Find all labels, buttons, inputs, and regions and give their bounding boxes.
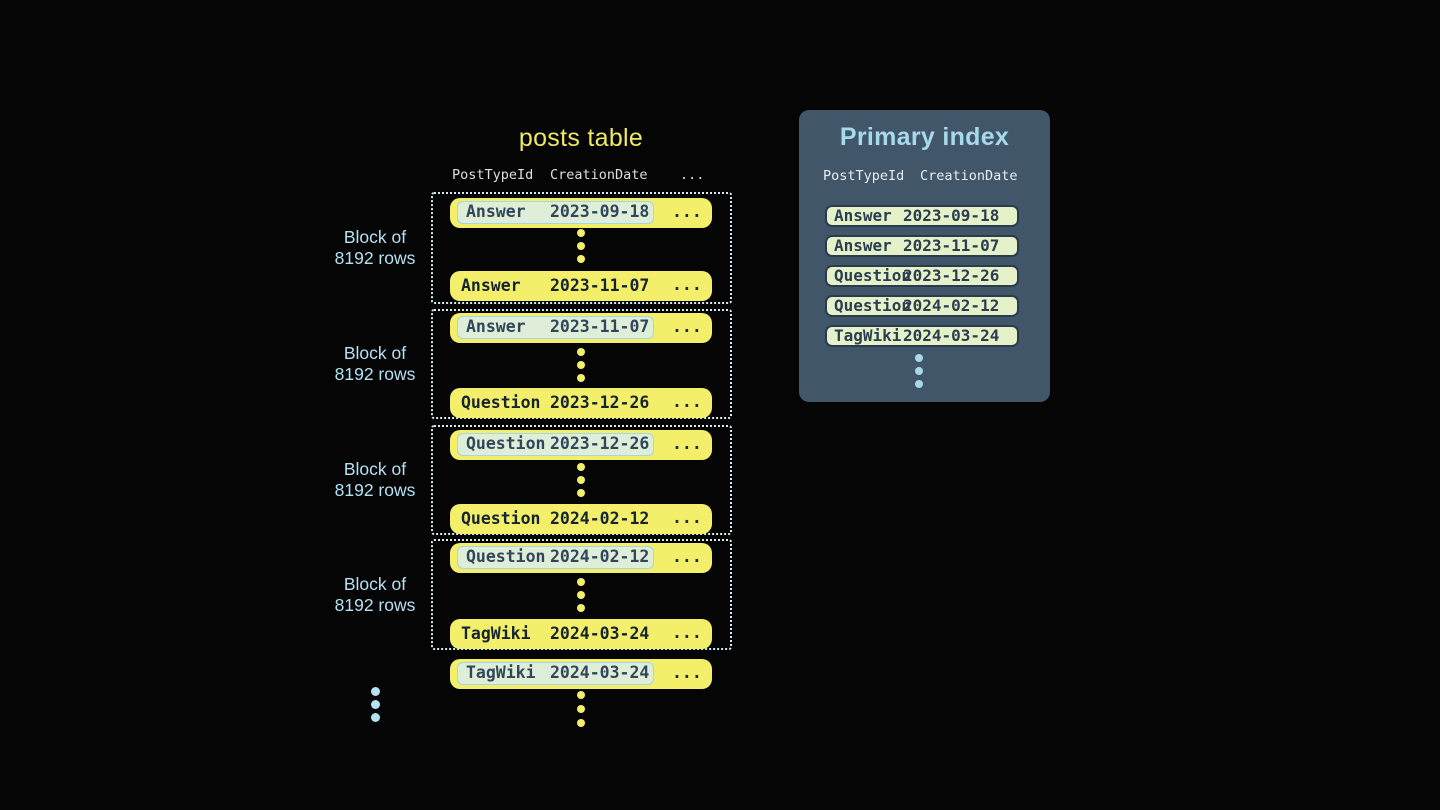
cell-creationdate: 2024-02-12: [903, 296, 1000, 315]
row-ellipsis-dots: [577, 348, 585, 387]
block-label-line1: Block of: [343, 343, 407, 363]
row-ellipsis-dots: [577, 578, 585, 617]
cell-creationdate: 2024-02-12: [550, 547, 650, 566]
index-row: Answer 2023-11-07: [825, 235, 1019, 257]
cell-creationdate: 2023-11-07: [550, 276, 650, 295]
indexed-cells-highlight: Answer 2023-11-07: [457, 316, 654, 339]
cell-posttypeid: Answer: [834, 206, 892, 225]
cell-posttypeid: Question: [834, 266, 912, 285]
cell-posttypeid: Question: [461, 509, 541, 528]
block-label-4: Block of 8192 rows: [316, 539, 434, 650]
cell-posttypeid: Question: [466, 547, 546, 566]
cell-creationdate: 2023-09-18: [550, 202, 650, 221]
block-label-line2: 8192 rows: [334, 480, 416, 500]
block-outline-2: [431, 309, 732, 419]
cell-creationdate: 2024-02-12: [550, 509, 650, 528]
indexed-cells-highlight: TagWiki 2024-03-24: [457, 662, 654, 685]
block-label-line1: Block of: [343, 459, 407, 479]
block-label-line2: 8192 rows: [334, 364, 416, 384]
cell-posttypeid: TagWiki: [834, 326, 902, 345]
block-label-3: Block of 8192 rows: [316, 425, 434, 535]
cell-creationdate: 2023-11-07: [903, 236, 1000, 255]
row-ellipsis-dots: [577, 463, 585, 502]
table-row-block4-last: TagWiki 2024-03-24 ...: [450, 619, 712, 649]
block-label-line1: Block of: [343, 227, 407, 247]
indexed-cells-highlight: Question 2023-12-26: [457, 433, 654, 456]
index-row: TagWiki 2024-03-24: [825, 325, 1019, 347]
cell-creationdate: 2023-12-26: [550, 434, 650, 453]
cell-posttypeid: Answer: [834, 236, 892, 255]
blocks-continue-dots: [371, 687, 380, 726]
cell-creationdate: 2024-03-24: [550, 624, 650, 643]
block-label-2: Block of 8192 rows: [316, 309, 434, 419]
table-row-block2-first: Answer 2023-11-07 ...: [450, 313, 712, 343]
index-row: Answer 2023-09-18: [825, 205, 1019, 227]
posts-column-headers: PostTypeId CreationDate ...: [450, 167, 752, 184]
cell-posttypeid: TagWiki: [466, 663, 536, 682]
block-outline-4: [431, 539, 732, 650]
table-row-block3-last: Question 2024-02-12 ...: [450, 504, 712, 534]
row-ellipsis-dots: [577, 229, 585, 268]
cell-creationdate: 2023-11-07: [550, 317, 650, 336]
index-row: Question 2024-02-12: [825, 295, 1019, 317]
cell-posttypeid: TagWiki: [461, 624, 531, 643]
cell-posttypeid: Answer: [461, 276, 521, 295]
cell-more: ...: [672, 275, 702, 294]
block-label-1: Block of 8192 rows: [316, 192, 434, 304]
cell-creationdate: 2023-09-18: [903, 206, 1000, 225]
table-row-block4-first: Question 2024-02-12 ...: [450, 543, 712, 573]
table-row-block1-last: Answer 2023-11-07 ...: [450, 271, 712, 301]
column-header-creationdate: CreationDate: [550, 167, 648, 183]
cell-more: ...: [672, 434, 702, 453]
block-label-line2: 8192 rows: [334, 248, 416, 268]
cell-creationdate: 2023-12-26: [550, 393, 650, 412]
column-header-posttypeid: PostTypeId: [452, 167, 534, 183]
column-header-creationdate: CreationDate: [920, 168, 1018, 184]
cell-more: ...: [672, 623, 702, 642]
cell-more: ...: [672, 508, 702, 527]
cell-posttypeid: Question: [834, 296, 912, 315]
column-header-more: ...: [680, 167, 705, 183]
index-continues-dots: [915, 354, 923, 393]
cell-creationdate: 2024-03-24: [903, 326, 1000, 345]
cell-creationdate: 2023-12-26: [903, 266, 1000, 285]
index-row: Question 2023-12-26: [825, 265, 1019, 287]
cell-more: ...: [672, 663, 702, 682]
table-row-block1-first: Answer 2023-09-18 ...: [450, 198, 712, 228]
table-row-block2-last: Question 2023-12-26 ...: [450, 388, 712, 418]
posts-table-title: posts table: [518, 124, 644, 152]
block-outline-1: [431, 192, 732, 304]
table-row-block3-first: Question 2023-12-26 ...: [450, 430, 712, 460]
cell-more: ...: [672, 547, 702, 566]
primary-index-panel: Primary index PostTypeId CreationDate An…: [799, 110, 1050, 402]
indexed-cells-highlight: Question 2024-02-12: [457, 546, 654, 569]
cell-posttypeid: Answer: [466, 317, 526, 336]
cell-more: ...: [672, 317, 702, 336]
cell-more: ...: [672, 202, 702, 221]
column-header-posttypeid: PostTypeId: [823, 168, 905, 184]
index-column-headers: PostTypeId CreationDate: [799, 168, 1050, 185]
block-outline-3: [431, 425, 732, 535]
block-label-line2: 8192 rows: [334, 594, 416, 615]
cell-posttypeid: Question: [461, 393, 541, 412]
indexed-cells-highlight: Answer 2023-09-18: [457, 201, 654, 224]
cell-more: ...: [672, 392, 702, 411]
table-row-next-block-first: TagWiki 2024-03-24 ...: [450, 659, 712, 689]
cell-posttypeid: Answer: [466, 202, 526, 221]
cell-posttypeid: Question: [466, 434, 546, 453]
primary-index-title: Primary index: [839, 123, 1010, 151]
table-continues-dots: [577, 691, 585, 732]
cell-creationdate: 2024-03-24: [550, 663, 650, 682]
block-label-line1: Block of: [343, 573, 407, 594]
